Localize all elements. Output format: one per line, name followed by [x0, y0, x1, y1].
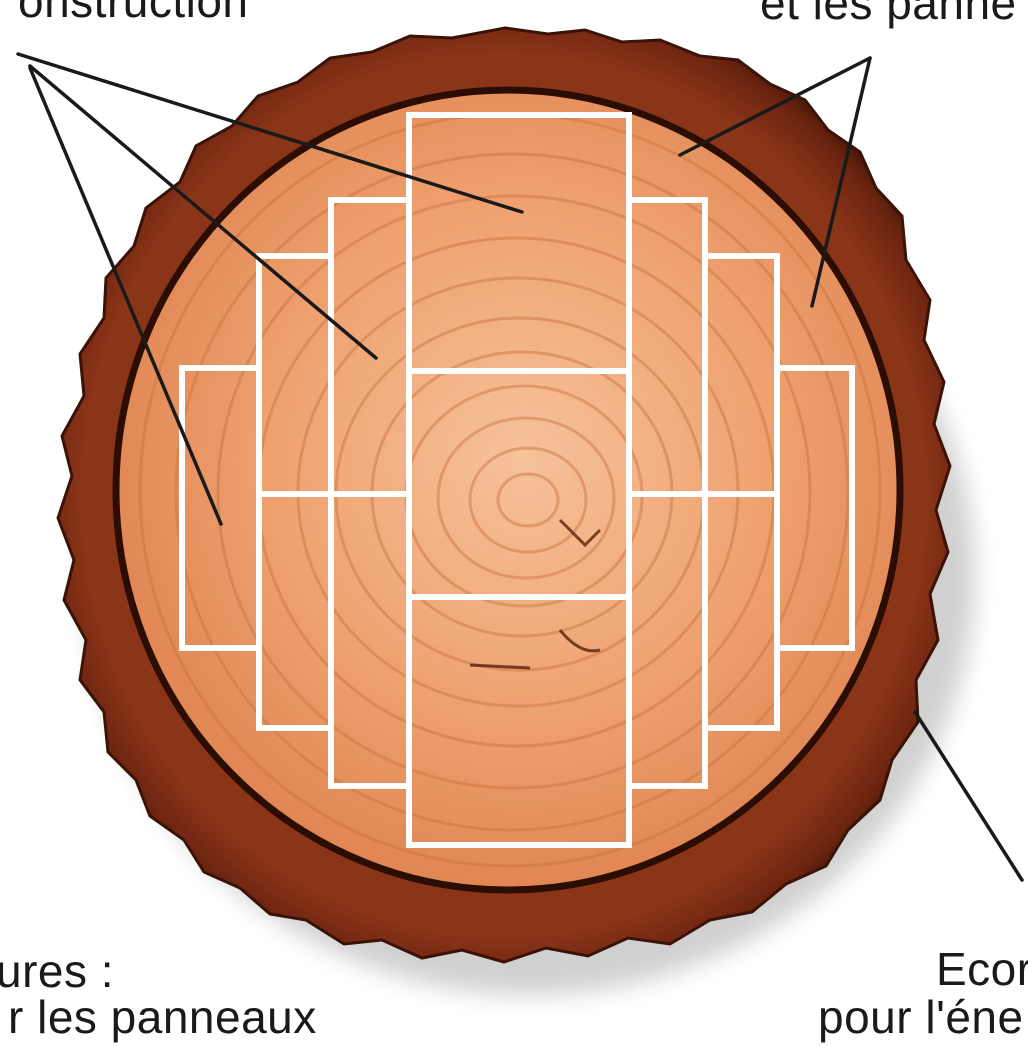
label-top-left: onstruction [18, 0, 249, 24]
wood-face [116, 90, 900, 890]
pointer-bottom-right [915, 712, 1022, 880]
label-top-right: et les panne [760, 0, 1017, 26]
label-bottom-left-line1: ures : [0, 948, 114, 994]
label-bottom-right-line2: pour l'éne [818, 994, 1024, 1040]
label-bottom-right-line1: Ecor [936, 946, 1028, 992]
label-bottom-left-line2: r les panneaux [8, 994, 317, 1040]
